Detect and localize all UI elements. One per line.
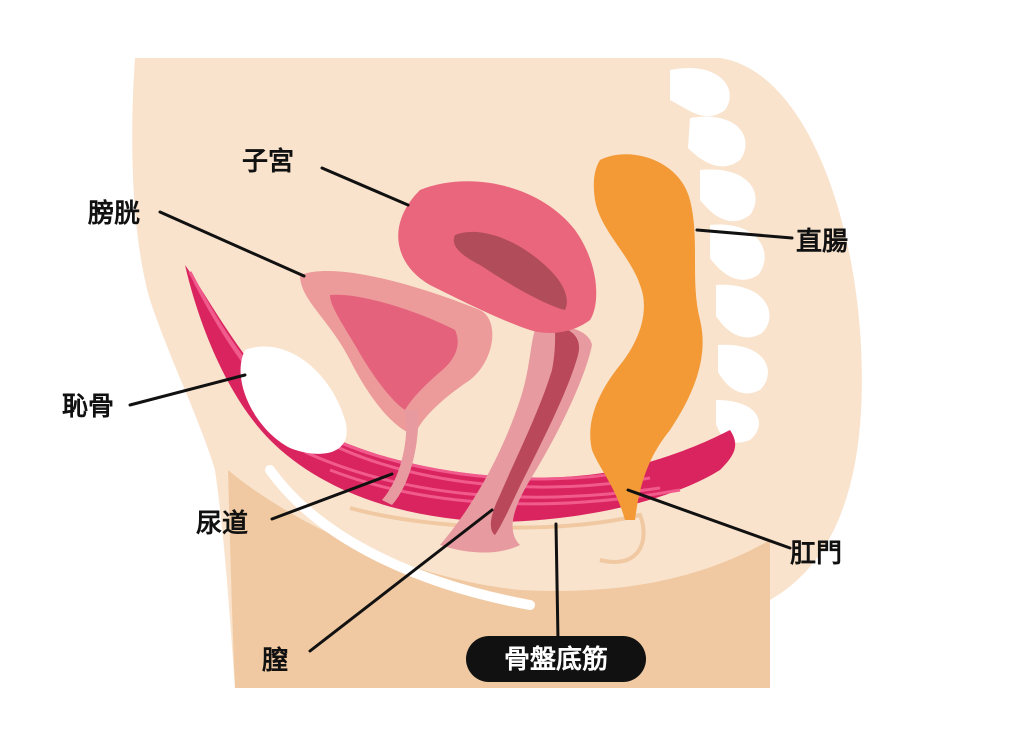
label-pubic-bone: 恥骨 (62, 392, 114, 422)
bladder-organ (300, 270, 493, 435)
label-anus: 肛門 (790, 539, 842, 569)
leader-vagina (308, 508, 494, 653)
thigh-shadow (228, 470, 770, 688)
urethra-organ (382, 410, 419, 505)
pill-background (466, 636, 646, 682)
pubic-bone (240, 346, 347, 454)
label-uterus: 子宮 (242, 146, 294, 177)
label-pelvic-floor-muscles: 骨盤底筋 (504, 644, 608, 675)
leader-uterus (320, 166, 410, 207)
leader-rectum (695, 228, 794, 240)
leader-pubic-bone (128, 373, 247, 407)
label-bladder: 膀胱 (87, 198, 140, 229)
perineum-curve (265, 465, 535, 610)
leader-anus (626, 488, 792, 550)
uterus-organ (398, 181, 597, 333)
leader-urethra (270, 472, 394, 521)
leader-pelvic-floor (554, 522, 560, 642)
vagina-organ (440, 325, 592, 553)
leader-bladder (158, 210, 306, 278)
label-urethra: 尿道 (196, 508, 248, 539)
leader-lines (128, 166, 794, 653)
pelvic-floor-label-pill: 骨盤底筋 (466, 636, 646, 682)
rectum-organ (590, 154, 703, 521)
label-vagina: 膣 (261, 645, 288, 676)
label-rectum: 直腸 (796, 227, 848, 257)
spine (670, 68, 770, 443)
